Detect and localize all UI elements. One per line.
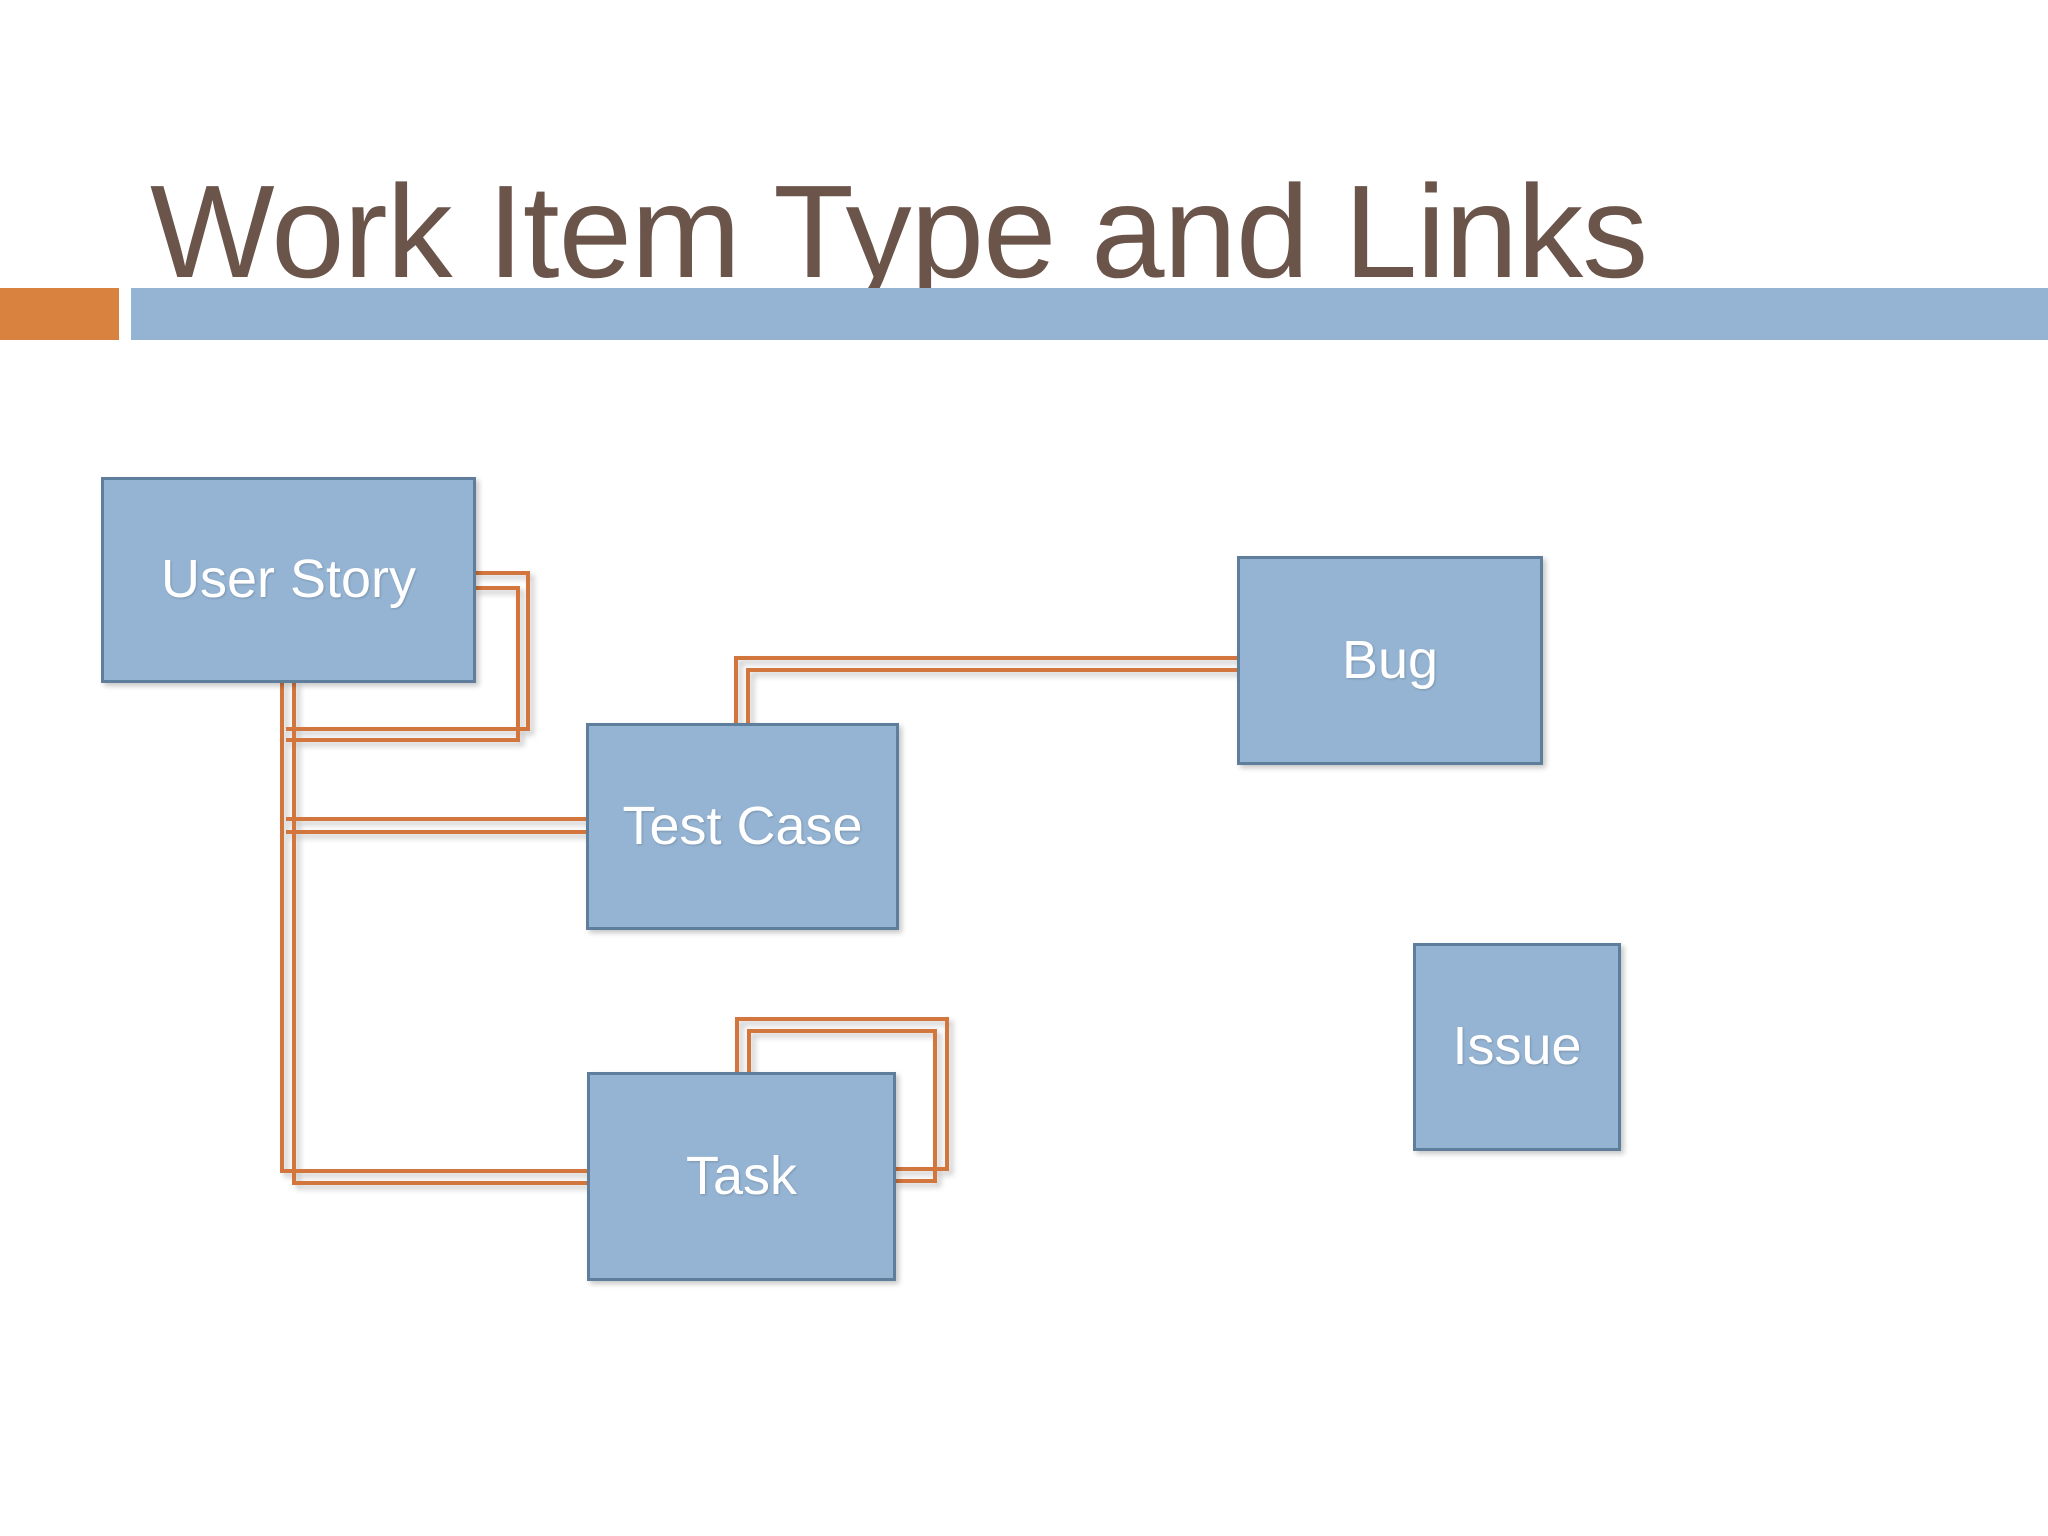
work-item-box-task[interactable]: Task xyxy=(587,1072,896,1281)
connector-task-self xyxy=(735,1017,949,1183)
work-item-box-user-story[interactable]: User Story xyxy=(101,477,476,683)
work-item-box-bug[interactable]: Bug xyxy=(1237,556,1543,765)
connector-test-case-bug xyxy=(734,656,1239,725)
work-item-label-user-story: User Story xyxy=(160,549,417,610)
page-title: Work Item Type and Links xyxy=(150,158,1648,306)
accent-bar-orange xyxy=(0,288,119,340)
accent-bar-blue xyxy=(131,288,2048,340)
connector-user-story-trunk xyxy=(280,681,296,1185)
connector-user-story-test-case xyxy=(286,817,588,834)
connector-user-story-task xyxy=(280,1169,589,1185)
work-item-box-test-case[interactable]: Test Case xyxy=(586,723,899,930)
work-item-label-test-case: Test Case xyxy=(622,795,863,856)
work-item-box-issue[interactable]: Issue xyxy=(1413,943,1621,1151)
connector-user-story-self xyxy=(286,571,530,742)
work-item-label-task: Task xyxy=(685,1145,798,1206)
work-item-label-issue: Issue xyxy=(1452,1016,1582,1077)
work-item-label-bug: Bug xyxy=(1341,629,1439,690)
